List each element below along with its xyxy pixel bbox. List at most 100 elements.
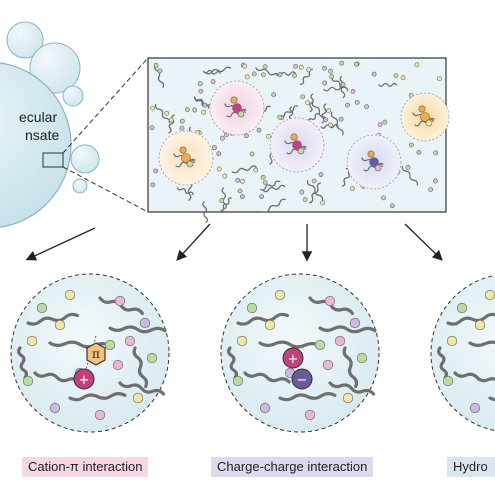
inset-cluster-detail (173, 96, 435, 172)
molecule-bead (146, 352, 158, 364)
molecule-bead (433, 150, 439, 156)
molecule-bead (202, 102, 208, 108)
polymer-chain (33, 371, 81, 384)
polymer-chain (193, 96, 213, 109)
molecule-bead (446, 335, 458, 347)
polymer-chain (108, 325, 167, 334)
molecule-bead (354, 99, 360, 105)
molecule-bead (132, 392, 144, 404)
molecule-bead (414, 62, 420, 68)
polymer-chain (118, 381, 166, 396)
molecule-bead (428, 187, 434, 193)
polymer-chain (202, 201, 209, 223)
molecule-bead (408, 142, 414, 148)
molecule-bead (201, 109, 207, 115)
polymer-chain (468, 340, 495, 347)
molecule-bead (339, 60, 345, 66)
polymer-chain (309, 93, 314, 113)
molecule-bead (293, 63, 298, 69)
cluster-bead (425, 119, 433, 127)
molecule-bead (338, 116, 344, 122)
molecule-bead (364, 104, 369, 109)
polymer-chain (306, 179, 324, 201)
cluster-bead (297, 147, 305, 155)
molecule-bead (342, 392, 354, 404)
molecule-bead (356, 352, 368, 364)
molecule-bead (54, 319, 66, 331)
molecule-bead (222, 173, 228, 179)
molecule-bead (64, 289, 76, 301)
plus-symbol: + (79, 373, 90, 388)
molecule-bead (232, 375, 244, 387)
cluster-bead (230, 96, 238, 104)
molecule-bead (442, 375, 454, 387)
molecule-bead (311, 178, 317, 184)
molecule-bead (259, 194, 264, 200)
molecule-bead (305, 100, 311, 106)
molecule-bead (271, 92, 277, 98)
molecule-bead (437, 76, 442, 82)
molecule-bead (469, 402, 481, 414)
molecule-bead (192, 107, 198, 113)
molecule-bead (104, 339, 116, 351)
molecule-bead (262, 64, 268, 70)
molecule-bead (260, 175, 266, 180)
molecule-bead (262, 180, 268, 186)
molecule-bead (322, 65, 327, 71)
arrow-4 (404, 223, 443, 261)
polymer-chain (453, 371, 495, 383)
molecule-bead (353, 61, 359, 67)
molecule-bead (240, 178, 245, 184)
polymer-chain (177, 186, 194, 196)
polymer-chain (227, 346, 239, 380)
polymer-chain (328, 381, 376, 396)
molecule-bead (377, 122, 383, 128)
molecule-bead (184, 107, 190, 112)
polymer-chain (263, 198, 286, 213)
molecule-bead (323, 117, 329, 123)
molecule-bead (328, 122, 333, 128)
cation-icon (73, 368, 95, 390)
molecule-bead (237, 188, 243, 194)
zoom-line-top (62, 57, 149, 154)
molecule-bead (236, 335, 248, 347)
condensate-droplets (0, 21, 100, 228)
molecule-bead (298, 64, 304, 70)
molecule-bead (180, 118, 185, 124)
molecule-bead (416, 150, 422, 155)
molecule-bead (318, 172, 324, 177)
molecule-bead (210, 79, 216, 84)
molecule-bead (212, 145, 217, 151)
polymer-chain (437, 346, 449, 380)
molecule-bead (256, 127, 262, 133)
molecule-bead (324, 295, 336, 307)
molecule-bead (253, 167, 259, 173)
molecule-bead (261, 72, 266, 78)
molecule-bead (216, 151, 222, 157)
molecule-bead (382, 119, 388, 125)
molecule-bead (302, 197, 308, 203)
molecule-bead (198, 88, 204, 94)
polymer-chain (414, 117, 435, 127)
small-droplet (6, 21, 44, 59)
molecule-bead (22, 375, 34, 387)
polymer-chain (132, 346, 149, 389)
molecule-bead (164, 110, 170, 116)
molecule-bead (114, 295, 126, 307)
molecule-bead (49, 402, 61, 414)
pi-symbol: π (92, 347, 100, 361)
molecule-bead (299, 189, 305, 195)
cluster-bead (418, 105, 426, 113)
molecule-bead (244, 74, 250, 80)
cluster-bead (237, 110, 245, 118)
cation-pi-pair: π + (73, 335, 106, 390)
condensate-label-line2: nsate (25, 127, 60, 143)
molecule-bead (393, 73, 399, 79)
molecule-bead (219, 135, 225, 141)
cluster-bead (186, 160, 194, 168)
molecule-bead (277, 114, 283, 120)
polymer-chain (309, 182, 322, 204)
plus-symbol: + (288, 352, 299, 367)
polymer-chain (342, 346, 359, 389)
cluster-bead (290, 133, 298, 141)
